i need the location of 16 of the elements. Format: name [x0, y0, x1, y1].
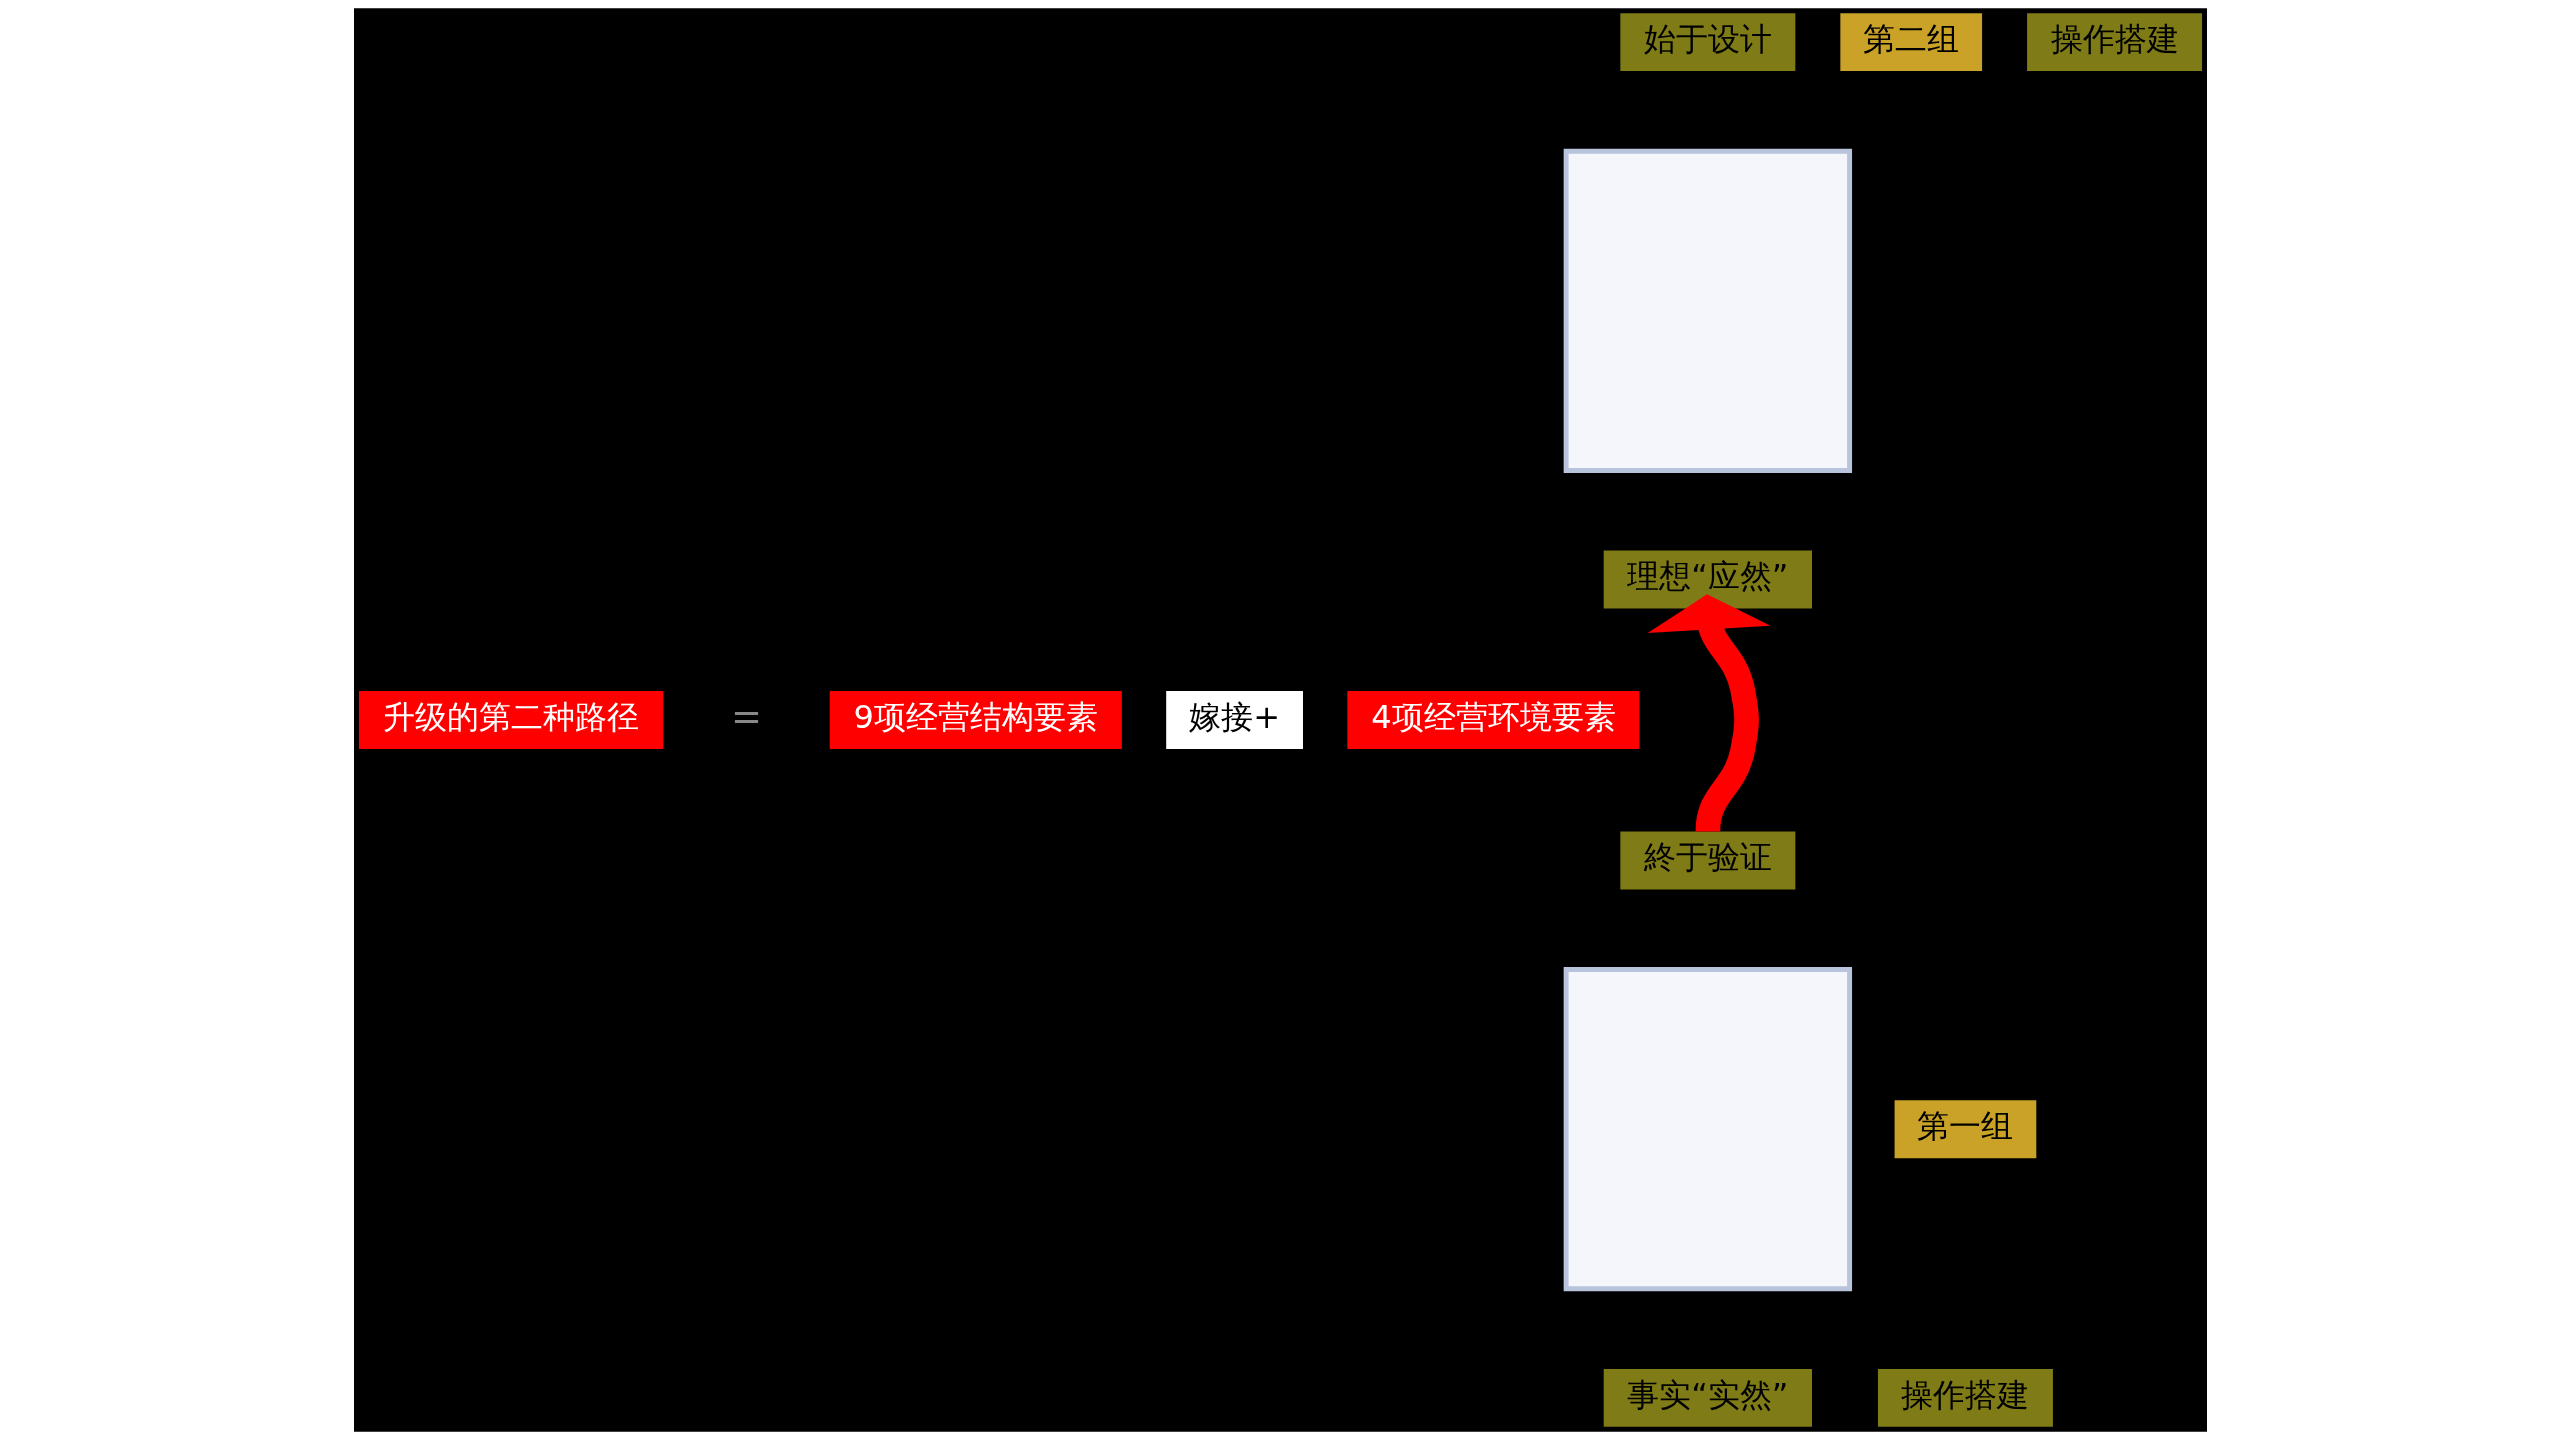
node-box: 終于验证 [1619, 831, 1795, 890]
node-box: 第一组 [1894, 1100, 2036, 1159]
node-box: 始于设计 [1619, 13, 1795, 72]
node-box: 4项经营环境要素 [1346, 691, 1639, 749]
node-box: 操作搭建 [2026, 13, 2202, 72]
node-box: 9项经营结构要素 [829, 691, 1122, 749]
node-box: 事实“实然” [1603, 1368, 1812, 1427]
node-box: 理想“应然” [1603, 550, 1812, 609]
node-box: 嫁接+ [1165, 691, 1303, 749]
label: = [730, 695, 762, 739]
node-box: 操作搭建 [1877, 1368, 2053, 1427]
node-box: 第二组 [1839, 13, 1982, 72]
node-box: 升级的第二种路径 [358, 691, 663, 749]
arrow [1647, 594, 1770, 833]
node-box [1563, 967, 1852, 1292]
node-box [1563, 148, 1852, 473]
